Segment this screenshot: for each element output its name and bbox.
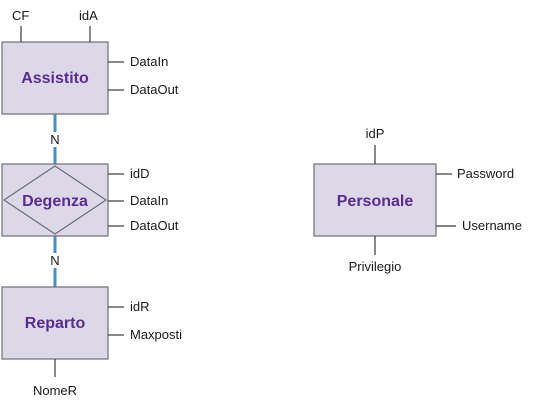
attr-idp: idP [366,126,385,141]
attr-assistito-datain: DataIn [130,54,168,69]
relationship-diamond [2,165,108,235]
attr-degenza-dataout: DataOut [130,218,179,233]
attr-assistito-dataout: DataOut [130,82,179,97]
entity-degenza-name: Degenza [22,193,88,210]
entity-personale-name: Personale [337,193,414,210]
entity-personale: Personale idP Password Username Privileg… [313,126,522,274]
cardinality-degenza-reparto: N [50,253,59,268]
entity-reparto-name: Reparto [25,315,86,332]
entity-reparto: Reparto idR Maxposti NomeR [1,286,182,398]
cardinality-assistito-degenza: N [50,132,59,147]
entity-reparto-box [1,286,109,360]
attr-idd: idD [130,166,150,181]
entity-degenza-box [1,163,109,237]
entity-degenza: Degenza idD DataIn DataOut [1,163,179,237]
attr-nomer: NomeR [33,383,77,398]
entity-assistito-name: Assistito [21,70,89,87]
attr-maxposti: Maxposti [130,327,182,342]
attr-username: Username [462,218,522,233]
attr-ida: idA [79,8,98,23]
attr-degenza-datain: DataIn [130,193,168,208]
attr-password: Password [457,166,514,181]
entity-assistito-box [1,41,109,115]
attr-privilegio: Privilegio [349,259,402,274]
attr-idr: idR [130,299,150,314]
entity-assistito: Assistito CF idA DataIn DataOut [1,8,179,115]
entity-personale-box [313,163,437,237]
attr-cf: CF [12,8,29,23]
